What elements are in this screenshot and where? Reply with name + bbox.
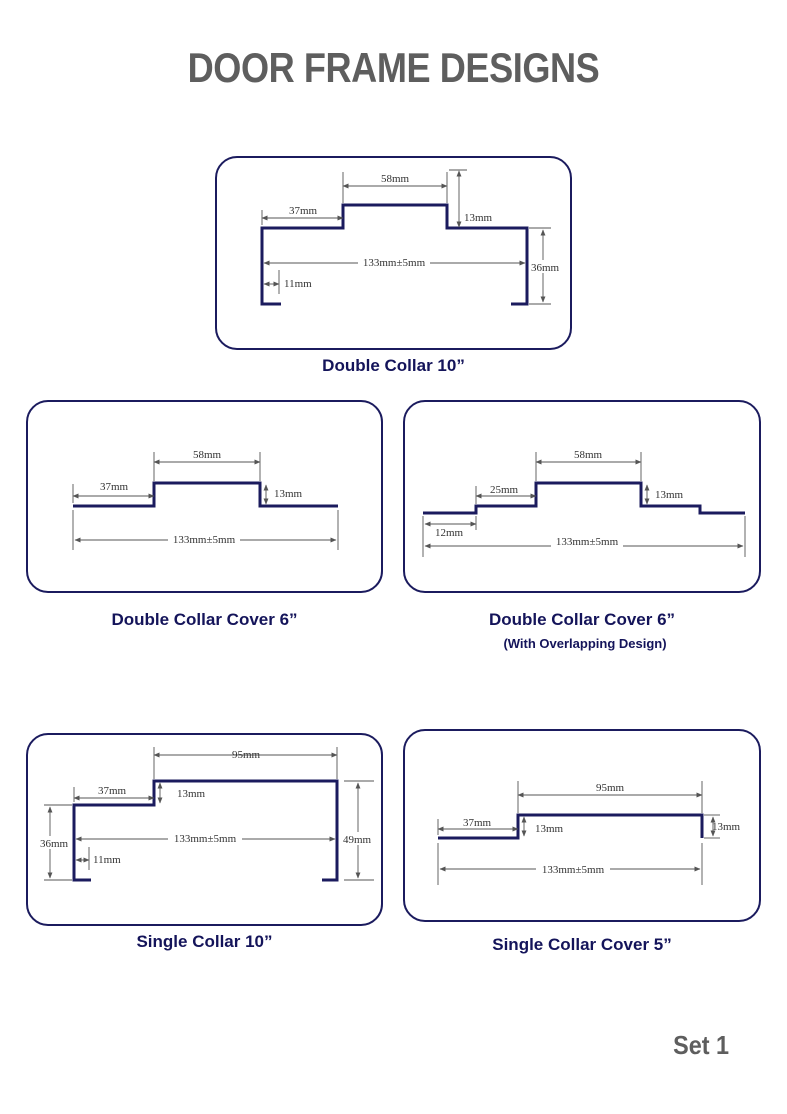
dim-11mm: 11mm [93,854,121,866]
dim-37mm: 37mm [289,205,318,217]
dim-95mm: 95mm [232,749,261,761]
dim-37mm: 37mm [463,817,492,829]
frame-profile [260,203,529,306]
design-panel-single-collar-cover-5: 95mm 37mm 13mm 13mm 133mm±5mm [403,729,761,922]
dim-133mm: 133mm±5mm [173,534,236,546]
dim-13mm-right: 13mm [712,821,741,833]
caption-single-collar-10: Single Collar 10” [136,932,273,951]
dim-58mm: 58mm [193,449,222,461]
caption-double-collar-cover-6: Double Collar Cover 6” [111,610,298,629]
dim-58mm: 58mm [574,449,603,461]
set-label: Set 1 [673,1030,730,1060]
dim-13mm-left: 13mm [535,823,564,835]
caption-single-collar-cover-5: Single Collar Cover 5” [492,935,672,954]
double-collar-cover-6-diagram: 58mm 37mm 13mm 133mm±5mm [72,449,339,550]
dim-13mm: 13mm [464,212,493,224]
design-panel-double-collar-cover-6: 58mm 37mm 13mm 133mm±5mm [26,400,383,593]
caption-double-collar-10: Double Collar 10” [322,356,465,375]
dim-133mm: 133mm±5mm [542,864,605,876]
dim-13mm: 13mm [177,788,206,800]
dim-49mm: 49mm [343,834,372,846]
dim-25mm: 25mm [490,484,519,496]
single-collar-10-diagram: 95mm 37mm 13mm 36mm 133mm±5mm 49mm 11mm [38,747,374,882]
frame-profile [438,813,704,840]
dim-36mm: 36mm [531,262,560,274]
frame-profile [423,481,745,515]
dim-13mm: 13mm [274,488,303,500]
frame-profile [72,779,339,882]
dim-95mm: 95mm [596,782,625,794]
design-panel-double-collar-cover-6-overlap: 58mm 25mm 13mm 12mm 133mm±5mm [403,400,761,593]
double-collar-cover-6-overlap-diagram: 58mm 25mm 13mm 12mm 133mm±5mm [422,449,746,557]
dim-133mm: 133mm±5mm [174,833,237,845]
single-collar-cover-5-diagram: 95mm 37mm 13mm 13mm 133mm±5mm [437,781,741,885]
frame-profile [73,481,338,508]
dim-58mm: 58mm [381,173,410,185]
dim-11mm: 11mm [284,278,312,290]
dim-133mm: 133mm±5mm [363,257,426,269]
double-collar-10-diagram: 58mm 37mm 13mm 133mm±5mm 36mm 11mm [260,169,563,306]
caption-double-collar-cover-6-overlap: Double Collar Cover 6” [488,610,676,629]
dim-36mm: 36mm [40,838,69,850]
design-panel-single-collar-10: 95mm 37mm 13mm 36mm 133mm±5mm 49mm 11mm [26,733,383,926]
dim-13mm: 13mm [655,489,684,501]
page-title: DOOR FRAME DESIGNS [187,44,600,91]
dim-37mm: 37mm [98,785,127,797]
dim-133mm: 133mm±5mm [556,536,619,548]
subcaption-overlapping-design: (With Overlapping Design) [503,636,667,651]
design-panel-double-collar-10: 58mm 37mm 13mm 133mm±5mm 36mm 11mm [215,156,572,350]
dim-12mm: 12mm [435,527,464,539]
dim-37mm: 37mm [100,481,129,493]
